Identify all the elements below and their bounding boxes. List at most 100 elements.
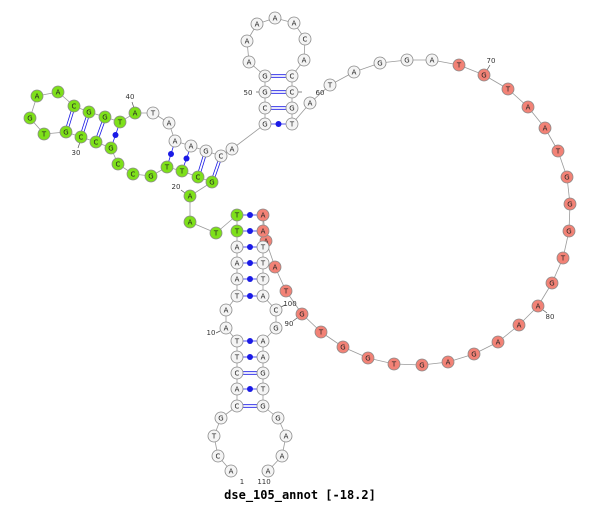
nucleotide-circle	[23, 111, 37, 125]
nucleotide-8: T	[230, 350, 244, 364]
nucleotide-circle	[387, 357, 401, 371]
nucleotide-letter: A	[224, 325, 229, 333]
nucleotide-letter: A	[235, 276, 240, 284]
nucleotide-103: A	[256, 350, 270, 364]
nucleotide-19: A	[183, 215, 197, 229]
nucleotide-64: T	[323, 78, 337, 92]
nucleotide-circle	[279, 429, 293, 443]
nucleotide-circle	[258, 69, 272, 83]
nucleotide-letter: A	[302, 57, 307, 65]
nucleotide-letter: A	[235, 244, 240, 252]
nucleotide-letter: T	[41, 131, 47, 139]
nucleotide-letter: C	[235, 403, 240, 411]
nucleotide-3: T	[207, 429, 221, 443]
position-label: 50	[244, 89, 253, 97]
nucleotide-84: A	[441, 355, 455, 369]
nucleotide-87: G	[361, 351, 375, 365]
nucleotide-circle	[347, 65, 361, 79]
nucleotide-circle	[441, 355, 455, 369]
nucleotide-letter: A	[245, 38, 250, 46]
nucleotide-circle	[230, 224, 244, 238]
nucleotide-17: T	[230, 208, 244, 222]
nucleotide-letter: C	[72, 103, 77, 111]
nucleotide-circle	[183, 215, 197, 229]
nucleotide-circle	[230, 289, 244, 303]
nucleotide-circle	[250, 17, 264, 31]
label-tick	[292, 317, 298, 322]
nucleotide-letter: C	[196, 174, 201, 182]
position-label: 90	[285, 320, 294, 328]
nucleotide-68: A	[425, 53, 439, 67]
nucleotide-circle	[261, 464, 275, 478]
nucleotide-27: C	[111, 157, 125, 171]
nucleotide-104: G	[256, 366, 270, 380]
nucleotide-letter: G	[404, 57, 409, 65]
nucleotide-letter: T	[391, 361, 397, 369]
nucleotide-2: C	[211, 449, 225, 463]
nucleotide-47: A	[225, 142, 239, 156]
nucleotide-80: A	[531, 299, 545, 313]
nucleotide-letter: G	[471, 351, 476, 359]
nucleotide-75: G	[560, 170, 574, 184]
nucleotide-letter: G	[102, 114, 107, 122]
nucleotide-letter: G	[203, 148, 208, 156]
nucleotide-letter: T	[234, 354, 240, 362]
nucleotide-letter: T	[318, 329, 324, 337]
nucleotide-letter: T	[260, 260, 266, 268]
nucleotide-72: A	[521, 100, 535, 114]
pair-dot	[247, 386, 253, 392]
nucleotide-110: A	[261, 464, 275, 478]
nucleotide-letter: A	[261, 212, 266, 220]
nucleotide-102: A	[256, 334, 270, 348]
nucleotide-circle	[285, 85, 299, 99]
nucleotide-6: A	[230, 382, 244, 396]
nucleotide-circle	[219, 303, 233, 317]
nucleotide-letter: T	[505, 86, 511, 94]
position-label: 30	[72, 149, 81, 157]
nucleotide-letter: G	[549, 280, 554, 288]
nucleotide-circle	[230, 382, 244, 396]
nucleotide-56: A	[287, 16, 301, 30]
nucleotide-letter: G	[419, 362, 424, 370]
nucleotide-88: G	[336, 340, 350, 354]
nucleotide-circle	[297, 53, 311, 67]
nucleotide-circle	[89, 135, 103, 149]
nucleotide-22: C	[191, 170, 205, 184]
nucleotide-letter: A	[56, 89, 61, 97]
pair-dot	[168, 151, 174, 157]
nucleotide-105: T	[256, 382, 270, 396]
nucleotide-letter: A	[543, 125, 548, 133]
nucleotide-circle	[256, 350, 270, 364]
pair-dot	[247, 338, 253, 344]
nucleotide-letter: A	[224, 307, 229, 315]
nucleotide-15: A	[230, 240, 244, 254]
nucleotide-circle	[230, 399, 244, 413]
nucleotide-letter: A	[536, 303, 541, 311]
nucleotide-letter: C	[116, 161, 121, 169]
nucleotide-31: G	[59, 125, 73, 139]
nucleotide-86: T	[387, 357, 401, 371]
nucleotide-44: A	[184, 139, 198, 153]
nucleotide-circle	[224, 464, 238, 478]
nucleotide-circle	[425, 53, 439, 67]
nucleotide-55: A	[268, 11, 282, 25]
nucleotide-letter: A	[255, 21, 260, 29]
nucleotide-74: T	[551, 144, 565, 158]
nucleotide-circle	[225, 142, 239, 156]
nucleotide-letter: G	[63, 129, 68, 137]
pair-dot	[112, 132, 119, 138]
nucleotide-11: A	[219, 303, 233, 317]
nucleotide-circle	[59, 125, 73, 139]
position-label: 80	[546, 313, 555, 321]
nucleotide-48: G	[258, 117, 272, 131]
position-label: 10	[207, 329, 216, 337]
nucleotide-circle	[563, 197, 577, 211]
nucleotide-5: C	[230, 399, 244, 413]
nucleotide-circle	[205, 175, 219, 189]
nucleotide-60: C	[285, 85, 299, 99]
nucleotide-circle	[361, 351, 375, 365]
nucleotide-letter: T	[283, 288, 289, 296]
nucleotide-circle	[285, 69, 299, 83]
